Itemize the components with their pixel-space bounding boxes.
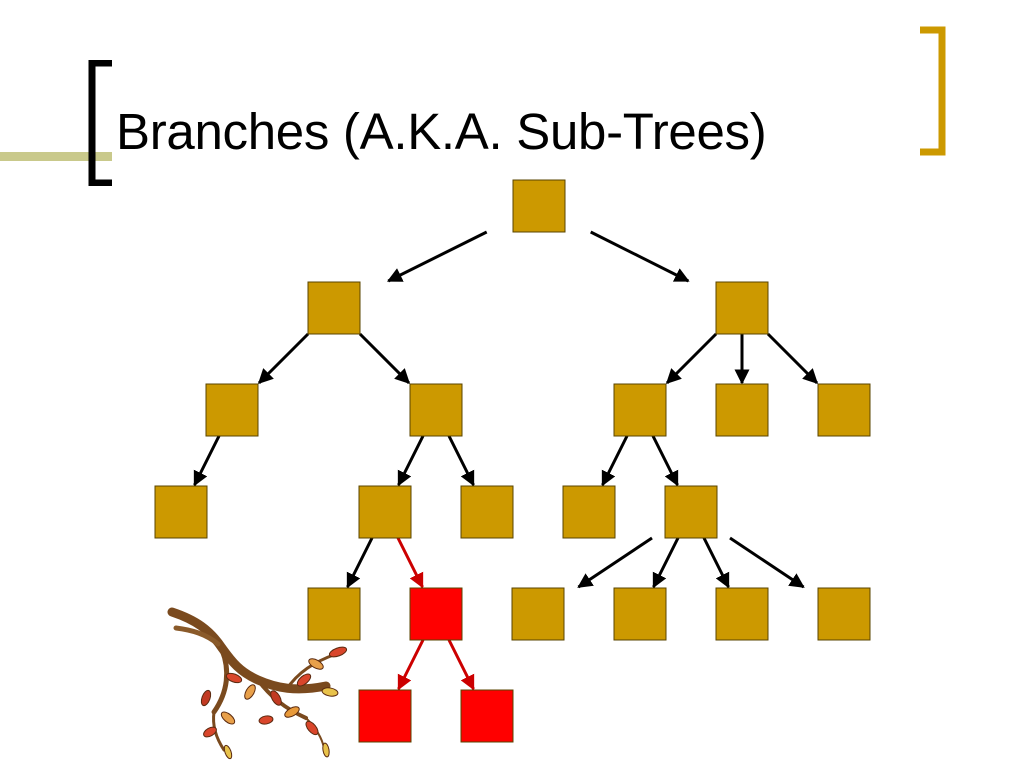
tree-edge-n3-n8 xyxy=(193,435,221,487)
tree-edge-n12-n20 xyxy=(729,536,805,589)
tree-node-n17 xyxy=(715,587,769,641)
left-bracket-icon xyxy=(88,60,112,186)
highlighted-tree-node-n18 xyxy=(358,689,412,743)
tree-edge-n5-n11 xyxy=(601,435,629,487)
title-underline-rule xyxy=(0,152,112,161)
highlighted-tree-edge-n13-n18 xyxy=(397,639,425,691)
tree-node-n20 xyxy=(817,587,871,641)
tree-node-n4 xyxy=(409,383,463,437)
tree-edges xyxy=(193,230,819,691)
tree-edge-n1-n4 xyxy=(358,332,411,385)
tree-node-n15 xyxy=(511,587,565,641)
tree-edge-n12-n16 xyxy=(652,537,680,589)
slide-title: Branches (A.K.A. Sub-Trees) xyxy=(116,103,767,160)
tree-edge-n9-n14 xyxy=(346,537,374,589)
tree-edge-n0-n2 xyxy=(590,230,690,283)
tree-edge-n2-n7 xyxy=(766,332,819,385)
tree-node-n1 xyxy=(307,281,361,335)
autumn-branch-icon xyxy=(167,607,348,760)
tree-node-n12 xyxy=(664,485,718,539)
highlighted-tree-edge-n13-n19 xyxy=(447,639,475,691)
tree-node-n0 xyxy=(512,179,566,233)
tree-node-n2 xyxy=(715,281,769,335)
tree-node-n6 xyxy=(715,383,769,437)
tree-nodes xyxy=(154,179,871,743)
highlighted-tree-node-n19 xyxy=(460,689,514,743)
tree-edge-n4-n10 xyxy=(447,435,475,487)
tree-node-n14 xyxy=(307,587,361,641)
tree-edge-n0-n1 xyxy=(386,230,488,283)
tree-edge-n2-n5 xyxy=(665,332,718,385)
tree-node-n11 xyxy=(562,485,616,539)
tree-node-n10 xyxy=(460,485,514,539)
tree-node-n5 xyxy=(613,383,667,437)
tree-edge-n4-n9 xyxy=(397,435,425,487)
highlighted-tree-edge-n9-n13 xyxy=(396,537,424,589)
tree-edge-n5-n12 xyxy=(651,435,679,487)
tree-node-n9 xyxy=(358,485,412,539)
tree-node-n16 xyxy=(613,587,667,641)
tree-edge-n1-n3 xyxy=(257,332,310,385)
right-bracket-icon xyxy=(920,26,946,156)
tree-node-n3 xyxy=(205,383,259,437)
tree-node-n8 xyxy=(154,485,208,539)
tree-edge-n12-n15 xyxy=(577,536,653,589)
highlighted-tree-node-n13 xyxy=(409,587,463,641)
tree-node-n7 xyxy=(817,383,871,437)
tree-edge-n12-n17 xyxy=(702,537,730,589)
